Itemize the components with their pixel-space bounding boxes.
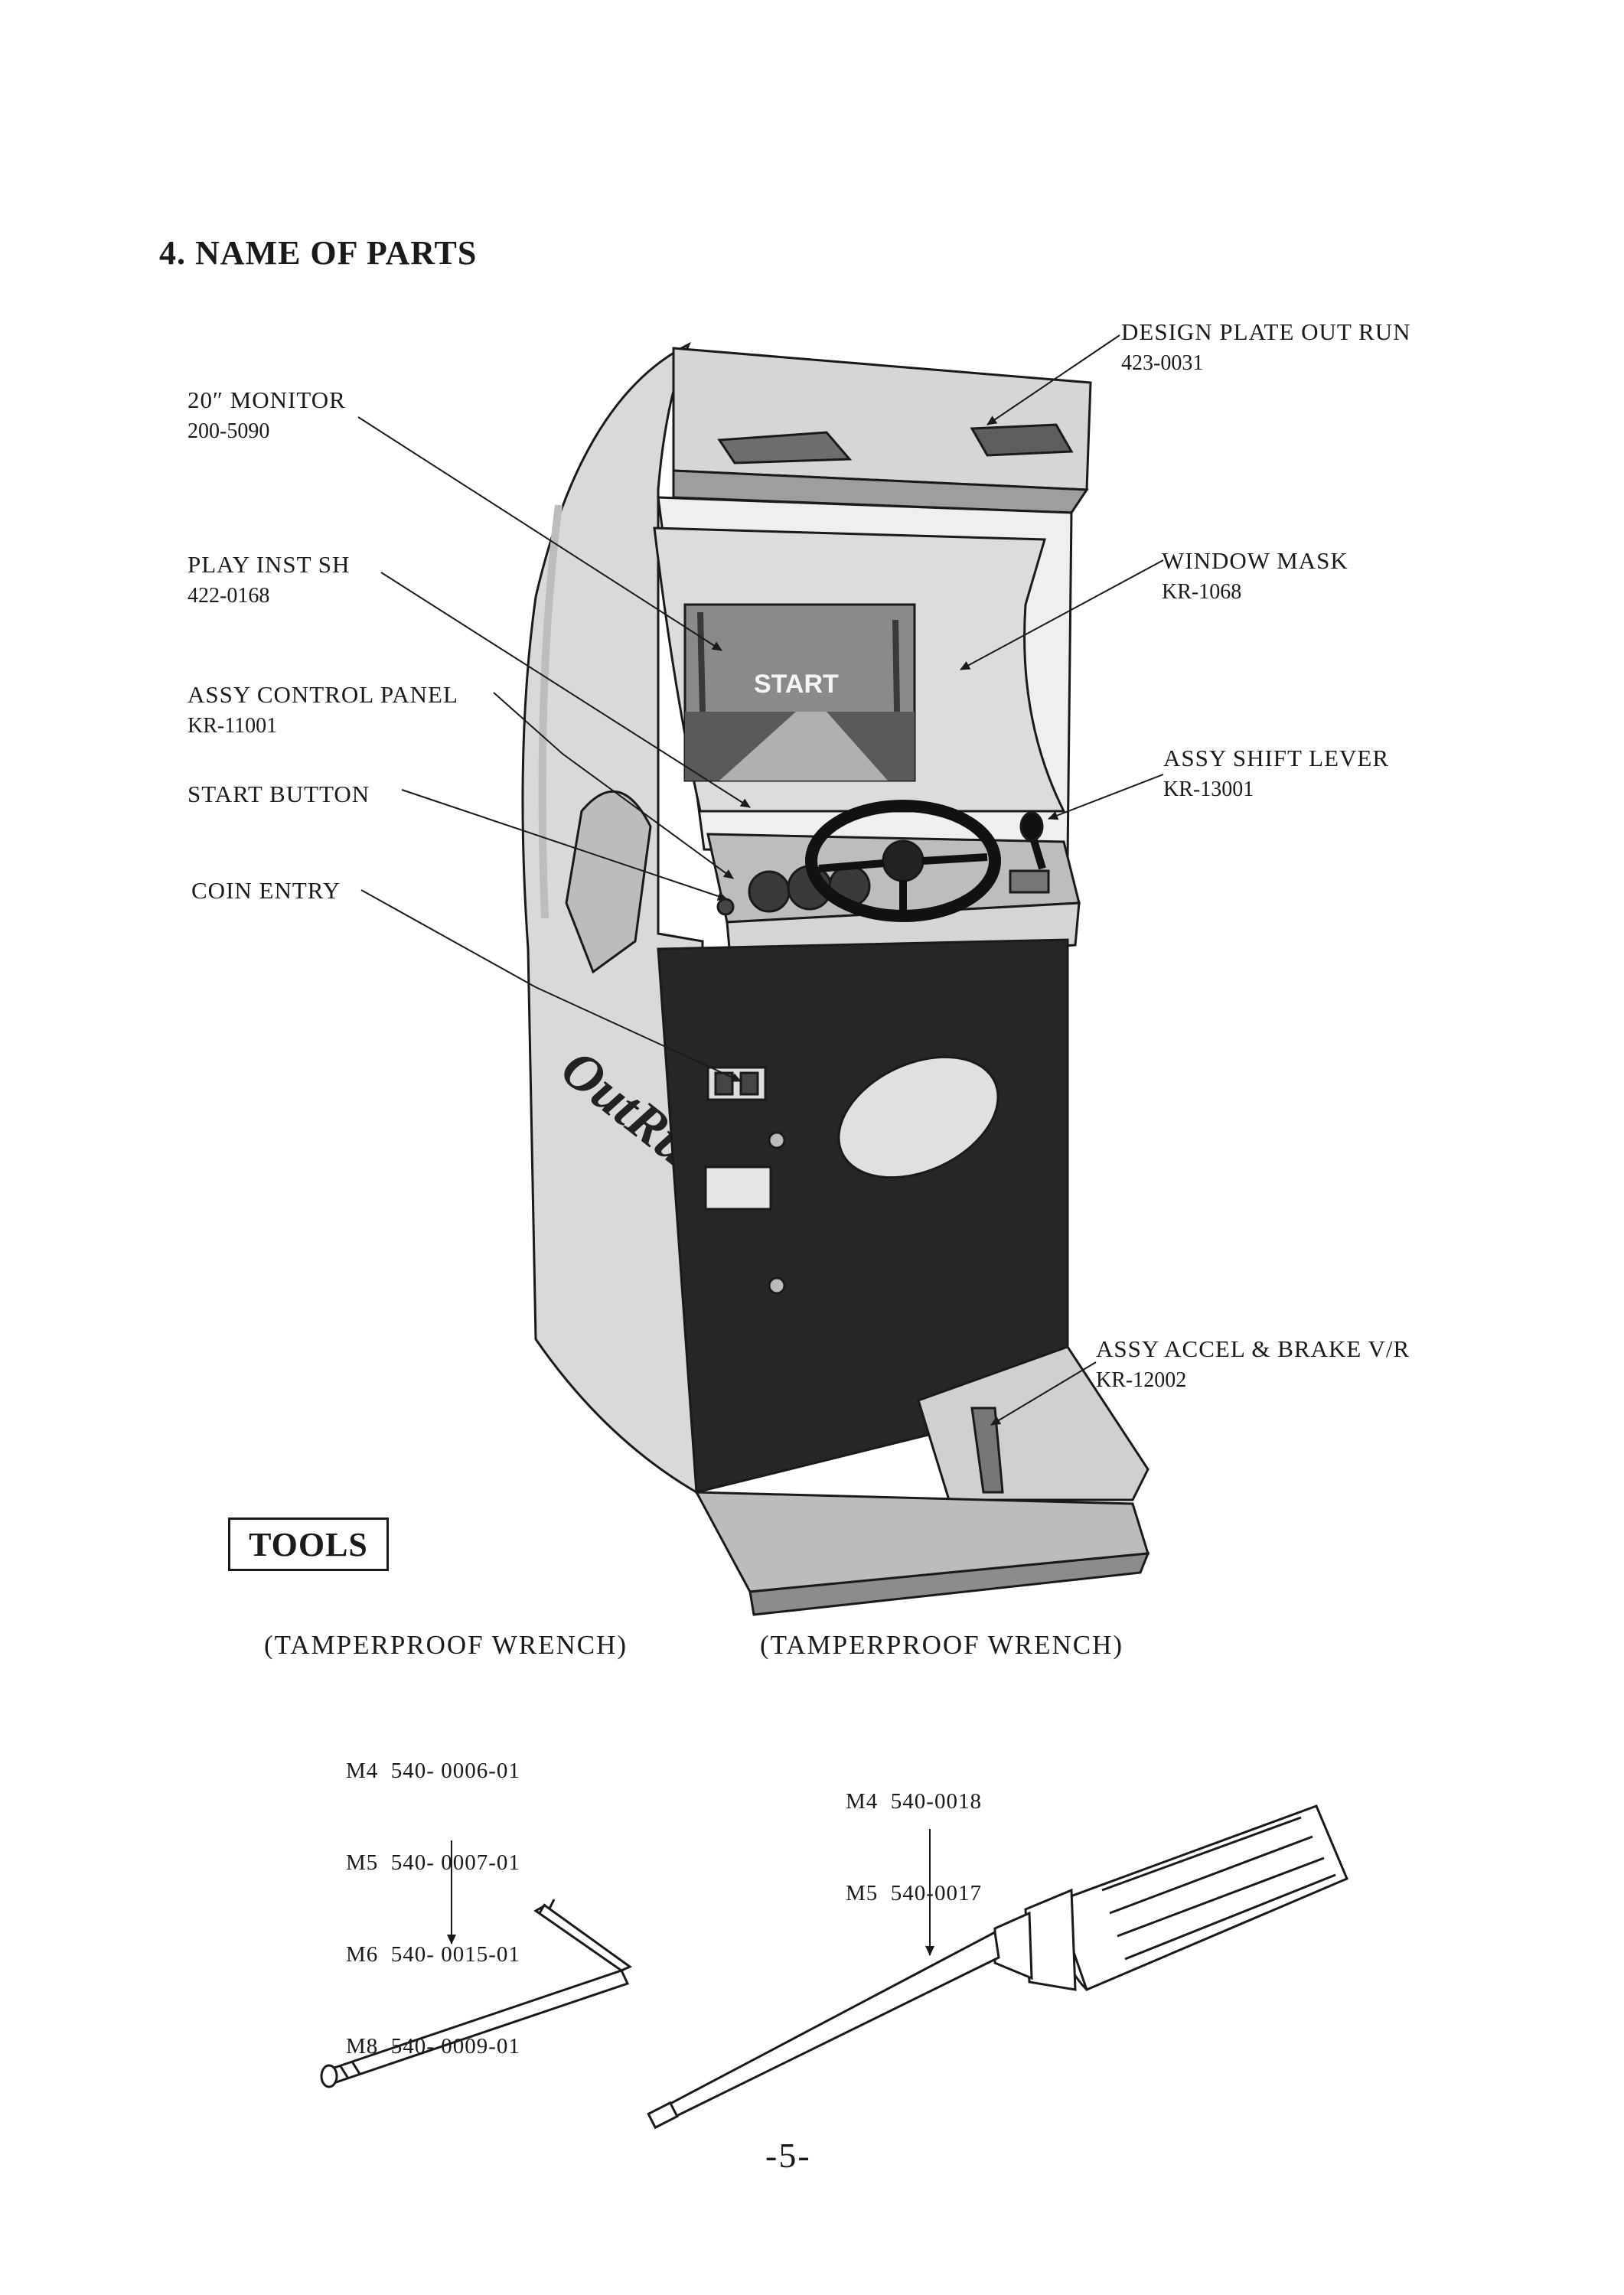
part-code: 422-0168 (188, 581, 350, 611)
part-code: KR-13001 (1163, 774, 1389, 805)
wrench-right-label: (TAMPERPROOF WRENCH) (760, 1630, 1123, 1661)
part-name: ASSY CONTROL PANEL (188, 679, 458, 711)
tamperproof-wrench-right-drawing (648, 1806, 1347, 2127)
part-code: KR-12002 (1096, 1365, 1410, 1396)
arcade-cabinet: OutRun START (523, 344, 1148, 1615)
size-row: M5 540-0017 (846, 1878, 982, 1909)
part-name: 20″ MONITOR (188, 384, 346, 416)
size-row: M4 540-0018 (846, 1786, 982, 1817)
part-name: PLAY INST SH (188, 549, 350, 581)
svg-text:START: START (754, 670, 839, 699)
part-label-play-inst-sh: PLAY INST SH 422-0168 (188, 549, 350, 611)
part-label-design-plate: DESIGN PLATE OUT RUN 423-0031 (1121, 316, 1411, 379)
wrench-left-sizes: M4 540- 0006-01 M5 540- 0007-01 M6 540- … (346, 1694, 520, 2092)
part-label-start-button: START BUTTON (188, 778, 370, 810)
part-label-shift-lever: ASSY SHIFT LEVER KR-13001 (1163, 742, 1389, 805)
tools-title: TOOLS (228, 1518, 389, 1571)
size-row: M5 540- 0007-01 (346, 1847, 520, 1878)
page-number: -5- (765, 2135, 811, 2176)
part-code: KR-1068 (1162, 577, 1348, 608)
wrench-left-label: (TAMPERPROOF WRENCH) (264, 1630, 628, 1661)
marquee (673, 348, 1091, 490)
part-label-control-panel: ASSY CONTROL PANEL KR-11001 (188, 679, 458, 742)
size-row: M8 540- 0009-01 (346, 2031, 520, 2062)
part-code: 423-0031 (1121, 348, 1411, 379)
part-label-accel-brake: ASSY ACCEL & BRAKE V/R KR-12002 (1096, 1333, 1410, 1396)
part-label-window-mask: WINDOW MASK KR-1068 (1162, 545, 1348, 608)
part-name: START BUTTON (188, 778, 370, 810)
part-label-monitor: 20″ MONITOR 200-5090 (188, 384, 346, 447)
part-code: 200-5090 (188, 416, 346, 447)
part-label-coin-entry: COIN ENTRY (191, 875, 341, 907)
section-heading: 4. NAME OF PARTS (159, 233, 477, 272)
part-name: ASSY ACCEL & BRAKE V/R (1096, 1333, 1410, 1365)
part-name: COIN ENTRY (191, 875, 341, 907)
size-row: M4 540- 0006-01 (346, 1755, 520, 1786)
part-name: DESIGN PLATE OUT RUN (1121, 316, 1411, 348)
size-row: M6 540- 0015-01 (346, 1939, 520, 1970)
part-code: KR-11001 (188, 711, 458, 742)
part-name: ASSY SHIFT LEVER (1163, 742, 1389, 774)
wrench-right-sizes: M4 540-0018 M5 540-0017 (846, 1725, 982, 1939)
part-name: WINDOW MASK (1162, 545, 1348, 577)
